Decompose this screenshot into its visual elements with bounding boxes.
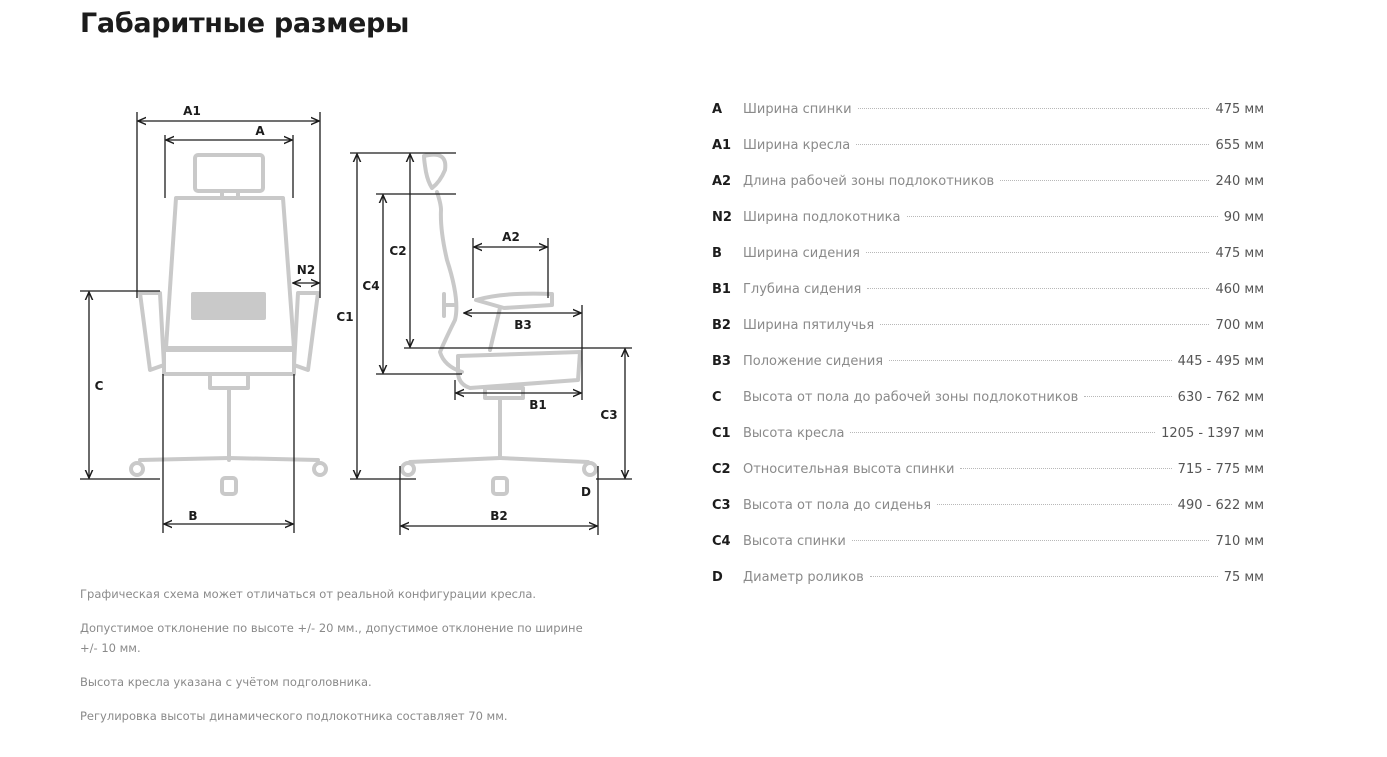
spec-row-b2: B2 Ширина пятилучья 700 мм <box>712 308 1264 344</box>
dimensions-diagram: A1 A N2 C B <box>70 90 650 550</box>
spec-value: 90 мм <box>1223 210 1264 225</box>
dotted-leader <box>1000 180 1210 181</box>
dotted-leader <box>851 540 1210 541</box>
notes: Графическая схема может отличаться от ре… <box>80 584 600 740</box>
spec-name: Высота кресла <box>743 426 845 441</box>
label-a1: A1 <box>183 104 201 118</box>
label-c: C <box>95 379 104 393</box>
spec-value: 700 мм <box>1215 318 1264 333</box>
label-b3: B3 <box>514 318 532 332</box>
spec-row-c: C Высота от пола до рабочей зоны подлоко… <box>712 380 1264 416</box>
spec-code: B <box>712 246 722 261</box>
spec-value: 240 мм <box>1215 174 1264 189</box>
spec-value: 710 мм <box>1215 534 1264 549</box>
spec-code: N2 <box>712 210 732 225</box>
spec-code: B1 <box>712 282 731 297</box>
spec-row-a2: A2 Длина рабочей зоны подлокотников 240 … <box>712 164 1264 200</box>
side-dimension-lines <box>350 152 632 535</box>
spec-row-b3: B3 Положение сидения 445 - 495 мм <box>712 344 1264 380</box>
spec-value: 490 - 622 мм <box>1177 498 1264 513</box>
spec-value: 475 мм <box>1215 102 1264 117</box>
spec-code: A <box>712 102 723 117</box>
dotted-leader <box>937 504 1172 505</box>
spec-name: Диаметр роликов <box>743 570 864 585</box>
dotted-leader <box>880 324 1210 325</box>
label-b2: B2 <box>490 509 508 523</box>
spec-value: 460 мм <box>1215 282 1264 297</box>
front-chair-drawing <box>129 153 328 496</box>
dotted-leader <box>866 252 1210 253</box>
spec-value: 1205 - 1397 мм <box>1161 426 1264 441</box>
spec-row-b: B Ширина сидения 475 мм <box>712 236 1264 272</box>
spec-name: Ширина сидения <box>743 246 860 261</box>
dotted-leader <box>857 108 1210 109</box>
spec-name: Высота спинки <box>743 534 846 549</box>
spec-value: 475 мм <box>1215 246 1264 261</box>
label-c2: C2 <box>389 244 406 258</box>
spec-code: C <box>712 390 722 405</box>
spec-name: Ширина подлокотника <box>743 210 901 225</box>
spec-name: Ширина пятилучья <box>743 318 875 333</box>
dotted-leader <box>960 468 1172 469</box>
spec-value: 655 мм <box>1215 138 1264 153</box>
spec-name: Ширина спинки <box>743 102 852 117</box>
spec-row-b1: B1 Глубина сидения 460 мм <box>712 272 1264 308</box>
dotted-leader <box>906 216 1218 217</box>
note-tolerance: Допустимое отклонение по высоте +/- 20 м… <box>80 621 583 655</box>
spec-code: B3 <box>712 354 731 369</box>
spec-row-a1: A1 Ширина кресла 655 мм <box>712 128 1264 164</box>
dotted-leader <box>1084 396 1172 397</box>
note-scheme: Графическая схема может отличаться от ре… <box>80 587 537 601</box>
spec-row-n2: N2 Ширина подлокотника 90 мм <box>712 200 1264 236</box>
spec-code: C2 <box>712 462 731 477</box>
spec-code: A1 <box>712 138 732 153</box>
spec-row-d: D Диаметр роликов 75 мм <box>712 560 1264 596</box>
spec-row-a: A Ширина спинки 475 мм <box>712 92 1264 128</box>
dotted-leader <box>889 360 1172 361</box>
spec-code: D <box>712 570 723 585</box>
spec-row-c1: C1 Высота кресла 1205 - 1397 мм <box>712 416 1264 452</box>
dotted-leader <box>856 144 1210 145</box>
label-a: A <box>255 124 265 138</box>
label-c3: C3 <box>600 408 617 422</box>
spec-row-c4: C4 Высота спинки 710 мм <box>712 524 1264 560</box>
spec-row-c2: C2 Относительная высота спинки 715 - 775… <box>712 452 1264 488</box>
note-headrest: Высота кресла указана с учётом подголовн… <box>80 675 372 689</box>
spec-value: 715 - 775 мм <box>1177 462 1264 477</box>
spec-value: 445 - 495 мм <box>1177 354 1264 369</box>
spec-name: Высота от пола до сиденья <box>743 498 932 513</box>
spec-name: Относительная высота спинки <box>743 462 955 477</box>
spec-name: Длина рабочей зоны подлокотников <box>743 174 995 189</box>
spec-name: Положение сидения <box>743 354 884 369</box>
label-c1: C1 <box>336 310 353 324</box>
label-b1: B1 <box>529 398 547 412</box>
spec-code: B2 <box>712 318 731 333</box>
spec-name: Высота от пола до рабочей зоны подлокотн… <box>743 390 1079 405</box>
label-d: D <box>581 485 591 499</box>
label-c4: C4 <box>362 279 379 293</box>
spec-code: C1 <box>712 426 731 441</box>
note-armrest: Регулировка высоты динамического подлоко… <box>80 709 508 723</box>
spec-name: Ширина кресла <box>743 138 851 153</box>
label-n2: N2 <box>297 263 315 277</box>
label-a2: A2 <box>502 230 520 244</box>
page-title: Габаритные размеры <box>80 8 410 39</box>
spec-name: Глубина сидения <box>743 282 862 297</box>
spec-code: C3 <box>712 498 731 513</box>
specs-list: A Ширина спинки 475 мм A1 Ширина кресла … <box>712 92 1264 596</box>
front-dimension-lines <box>80 112 321 533</box>
spec-value: 630 - 762 мм <box>1177 390 1264 405</box>
label-b: B <box>188 509 197 523</box>
side-chair-drawing <box>400 152 598 496</box>
spec-code: A2 <box>712 174 732 189</box>
dotted-leader <box>850 432 1156 433</box>
dotted-leader <box>869 576 1218 577</box>
spec-code: C4 <box>712 534 731 549</box>
dotted-leader <box>867 288 1210 289</box>
spec-value: 75 мм <box>1223 570 1264 585</box>
spec-row-c3: C3 Высота от пола до сиденья 490 - 622 м… <box>712 488 1264 524</box>
